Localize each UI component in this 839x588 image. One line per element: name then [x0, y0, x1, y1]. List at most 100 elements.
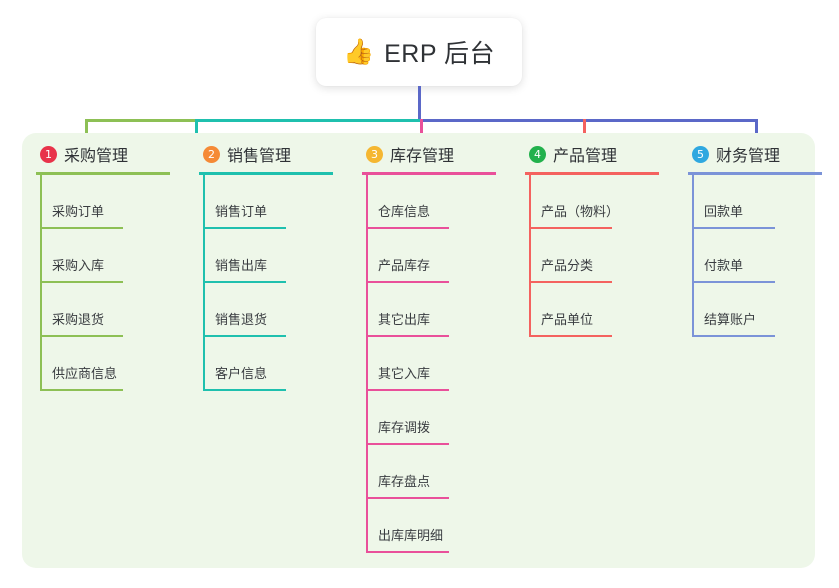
branch-item-rule — [366, 227, 449, 229]
branch-title: 销售管理 — [227, 148, 292, 165]
branch-header-2[interactable]: 2 销售管理 — [185, 133, 345, 175]
drop-col-1 — [85, 119, 88, 141]
branch-item[interactable]: 销售出库 — [185, 229, 345, 283]
drop-col-5 — [755, 119, 758, 141]
branch-column-2: 2 销售管理销售订单销售出库销售退货客户信息 — [185, 133, 345, 391]
branch-item[interactable]: 采购退货 — [22, 283, 182, 337]
branch-item-rule — [203, 281, 286, 283]
branch-item-label: 库存盘点 — [378, 474, 431, 489]
branch-item[interactable]: 销售订单 — [185, 175, 345, 229]
branch-item-rule — [203, 335, 286, 337]
branch-item[interactable]: 仓库信息 — [348, 175, 508, 229]
branch-number-badge: 3 — [366, 145, 383, 163]
branch-item[interactable]: 产品库存 — [348, 229, 508, 283]
branch-item[interactable]: 其它入库 — [348, 337, 508, 391]
branch-header-rule — [525, 172, 659, 175]
branch-item[interactable]: 付款单 — [674, 229, 834, 283]
branch-item-label: 产品库存 — [378, 258, 431, 273]
branch-header-rule — [36, 172, 170, 175]
branch-item-label: 销售出库 — [215, 258, 268, 273]
branch-item[interactable]: 客户信息 — [185, 337, 345, 391]
branch-item[interactable]: 产品单位 — [511, 283, 671, 337]
branch-item[interactable]: 回款单 — [674, 175, 834, 229]
branch-stem-line — [40, 175, 42, 391]
branch-item[interactable]: 采购订单 — [22, 175, 182, 229]
branches-panel: 1 采购管理采购订单采购入库采购退货供应商信息 2 销售管理销售订单销售出库销售退货客… — [22, 133, 822, 568]
bus-teal — [195, 119, 420, 122]
branch-item-label: 销售退货 — [215, 312, 268, 327]
branch-item-label: 产品单位 — [541, 312, 594, 327]
bus-blue — [420, 119, 757, 122]
branch-item-rule — [40, 227, 123, 229]
root-drop-line — [418, 86, 421, 122]
branch-item-rule — [40, 335, 123, 337]
branch-stem-line — [529, 175, 531, 337]
branch-items: 仓库信息产品库存其它出库其它入库库存调拨库存盘点出库库明细 — [348, 175, 508, 553]
branch-item[interactable]: 出库库明细 — [348, 499, 508, 553]
branch-item-label: 仓库信息 — [378, 204, 431, 219]
branch-item[interactable]: 产品（物料） — [511, 175, 671, 229]
branch-item-rule — [366, 335, 449, 337]
branch-stem-line — [366, 175, 368, 553]
branch-item-rule — [203, 227, 286, 229]
thumbs-up-icon: 👍 — [342, 37, 375, 66]
root-node-title: ERP 后台 — [384, 40, 496, 68]
branch-header-5[interactable]: 5 财务管理 — [674, 133, 834, 175]
branch-item-label: 供应商信息 — [52, 366, 118, 381]
branch-item[interactable]: 供应商信息 — [22, 337, 182, 391]
branch-item-rule — [692, 281, 775, 283]
branch-number-badge: 2 — [203, 145, 220, 163]
branch-stem-line — [692, 175, 694, 337]
branch-column-3: 3 库存管理仓库信息产品库存其它出库其它入库库存调拨库存盘点出库库明细 — [348, 133, 508, 553]
branch-item-rule — [529, 281, 612, 283]
branch-item-label: 采购订单 — [52, 204, 105, 219]
branch-header-3[interactable]: 3 库存管理 — [348, 133, 508, 175]
branch-item-label: 客户信息 — [215, 366, 268, 381]
branch-items: 产品（物料）产品分类产品单位 — [511, 175, 671, 337]
branch-item-rule — [366, 443, 449, 445]
branch-item-rule — [692, 335, 775, 337]
branch-item-label: 销售订单 — [215, 204, 268, 219]
branch-item-label: 其它入库 — [378, 366, 431, 381]
branch-column-1: 1 采购管理采购订单采购入库采购退货供应商信息 — [22, 133, 182, 391]
bus-green — [85, 119, 195, 122]
branch-item-rule — [366, 281, 449, 283]
branch-item-label: 出库库明细 — [378, 528, 444, 543]
branch-item[interactable]: 产品分类 — [511, 229, 671, 283]
branch-item-rule — [692, 227, 775, 229]
branch-item-rule — [366, 497, 449, 499]
drop-col-3 — [420, 119, 423, 141]
branch-item-rule — [529, 227, 612, 229]
branch-item-label: 采购入库 — [52, 258, 105, 273]
branch-item-label: 库存调拨 — [378, 420, 431, 435]
branch-stem-line — [203, 175, 205, 391]
branch-header-rule — [199, 172, 333, 175]
branch-item-rule — [529, 335, 612, 337]
branch-item[interactable]: 库存盘点 — [348, 445, 508, 499]
branch-title: 财务管理 — [716, 148, 781, 165]
branch-number-badge: 1 — [40, 145, 57, 163]
branch-item-label: 结算账户 — [704, 312, 757, 327]
branch-item[interactable]: 结算账户 — [674, 283, 834, 337]
branch-header-rule — [362, 172, 496, 175]
drop-col-4 — [583, 119, 586, 141]
branch-item[interactable]: 采购入库 — [22, 229, 182, 283]
branch-item-label: 其它出库 — [378, 312, 431, 327]
branch-item-label: 回款单 — [704, 204, 744, 219]
branch-items: 采购订单采购入库采购退货供应商信息 — [22, 175, 182, 391]
branch-item-label: 付款单 — [704, 258, 744, 273]
branch-number-badge: 5 — [692, 145, 709, 163]
root-node-card[interactable]: 👍 ERP 后台 — [316, 18, 522, 86]
drop-col-2 — [195, 119, 198, 141]
branch-item[interactable]: 其它出库 — [348, 283, 508, 337]
branch-title: 库存管理 — [390, 148, 455, 165]
branch-item[interactable]: 库存调拨 — [348, 391, 508, 445]
branch-item[interactable]: 销售退货 — [185, 283, 345, 337]
branch-column-5: 5 财务管理回款单付款单结算账户 — [674, 133, 834, 337]
branch-item-rule — [203, 389, 286, 391]
branch-header-1[interactable]: 1 采购管理 — [22, 133, 182, 175]
branch-title: 采购管理 — [64, 148, 129, 165]
branch-item-label: 采购退货 — [52, 312, 105, 327]
branch-item-rule — [40, 389, 123, 391]
